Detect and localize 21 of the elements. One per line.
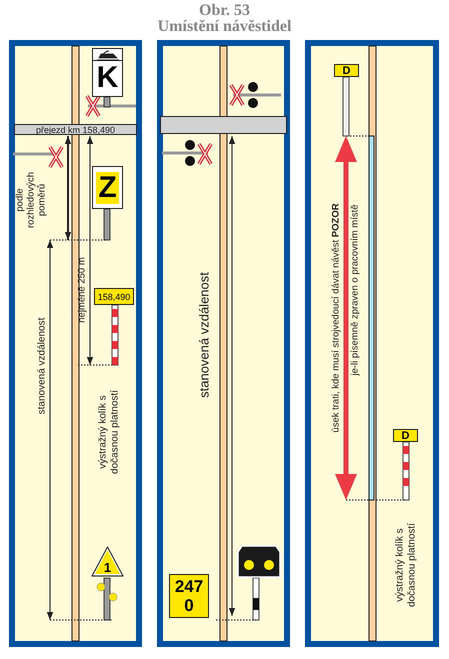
dimension-label: stanovená vzdálenost [36, 318, 48, 414]
sign-letter: K [93, 60, 122, 95]
dimension-label: podle rozhledových poměrů [16, 171, 48, 230]
dimension-label: úsek trati, kde musí strojvedoucí dávat návěst POZOR [332, 203, 342, 433]
figure-title: Obr. 53 [198, 2, 251, 20]
signal-board: D [393, 429, 418, 442]
sign-number: 1 [104, 560, 112, 574]
signal-board [92, 166, 123, 209]
kilometre-plate: 158,490 [94, 288, 134, 305]
figure-caption: Umístění návěstidel [156, 18, 292, 36]
warning-post-label: výstražný kolík s dočasnou platností [98, 389, 120, 475]
signal-board: D [334, 64, 359, 77]
warning-triangle-sign [91, 546, 124, 578]
level-crossing-band: přejezd km 158,490 [14, 124, 137, 135]
number-plate: 247 0 [169, 574, 209, 618]
dimension-label: stanovená vzdálenost [198, 272, 212, 398]
dimension-label: je-li písemně zpraven o pracovním místě [350, 204, 362, 376]
signal-board [92, 48, 123, 97]
warning-post-label: výstražný kolík s dočasnou platností [394, 522, 418, 608]
level-crossing-band [160, 116, 287, 134]
sign-letter: Z [96, 172, 119, 204]
